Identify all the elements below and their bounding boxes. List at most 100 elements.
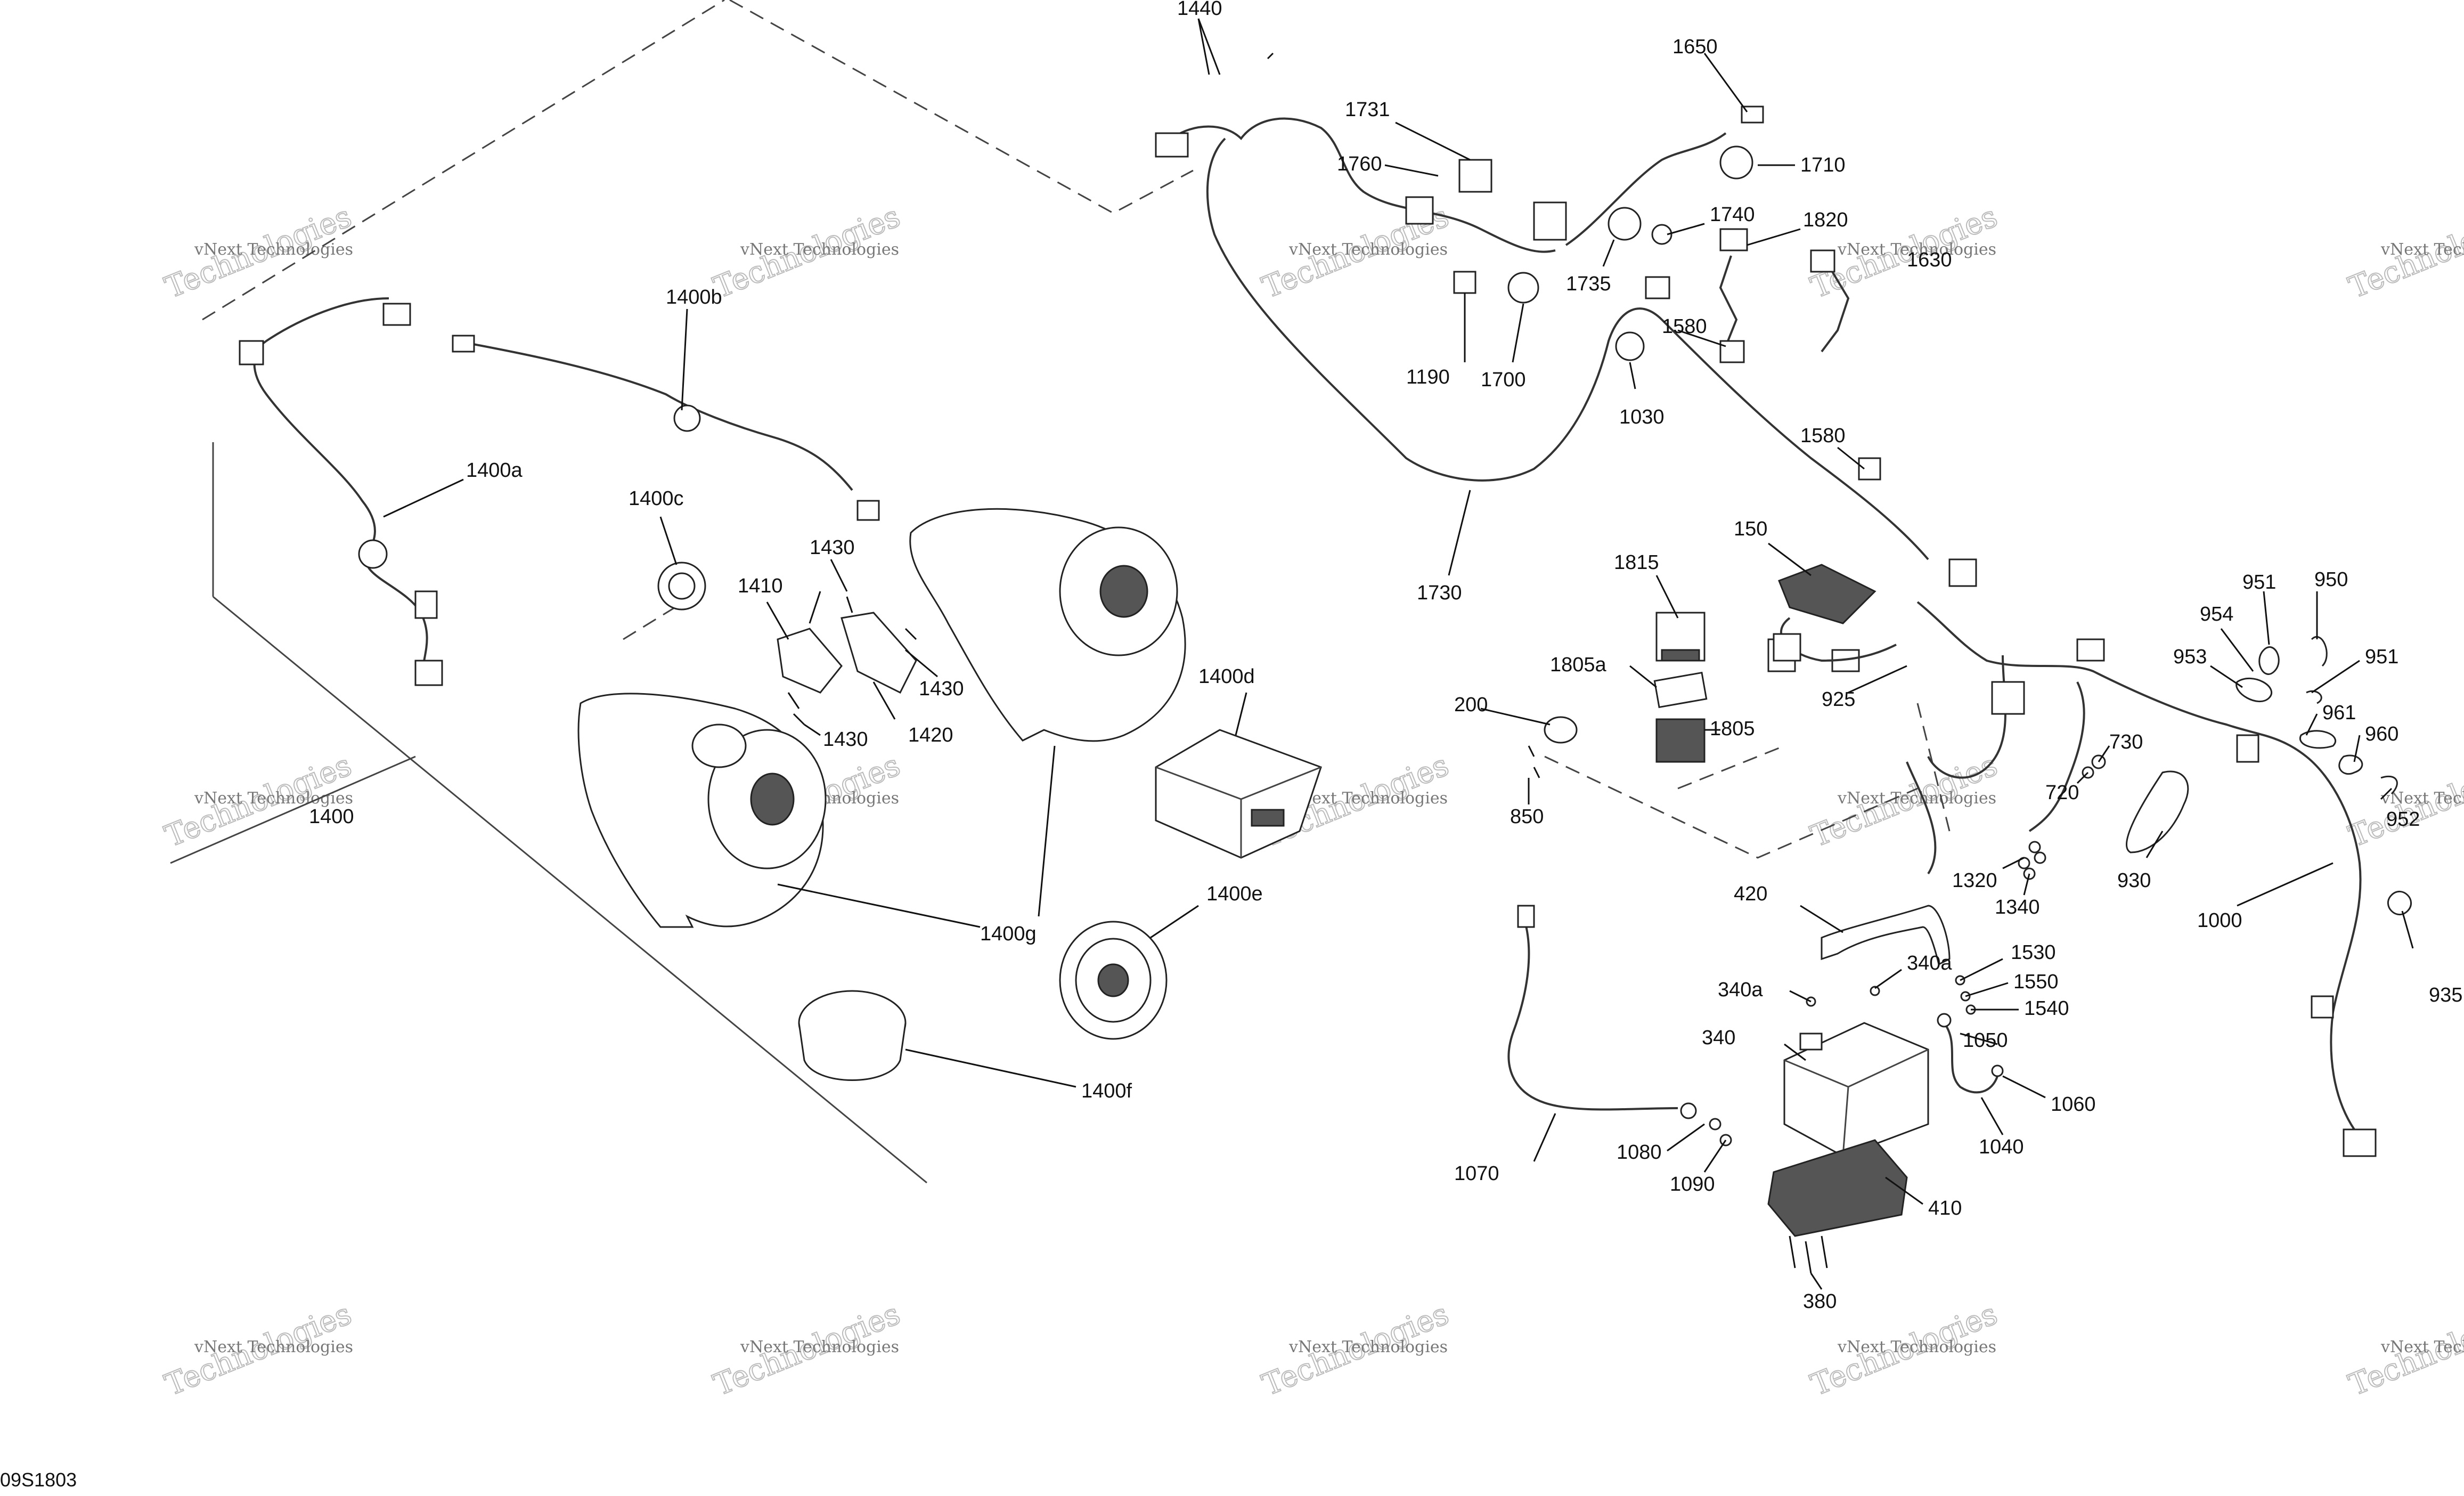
speaker-cone bbox=[1097, 963, 1129, 997]
relay-seal bbox=[1653, 671, 1708, 709]
connector bbox=[1507, 272, 1539, 304]
screw bbox=[1528, 745, 1535, 757]
callout-1190: 1190 bbox=[1406, 366, 1450, 388]
watermark-small: vNext Technologies bbox=[1837, 240, 1996, 259]
horn bbox=[1608, 207, 1642, 241]
leader-line bbox=[1197, 18, 1221, 75]
speaker-tweeter bbox=[691, 723, 747, 768]
callout-1815: 1815 bbox=[1614, 551, 1659, 574]
leader-line bbox=[1629, 665, 1657, 688]
callout-340a-right: 340a bbox=[1907, 952, 1952, 974]
callout-720: 720 bbox=[2045, 782, 2079, 804]
boundary-lines bbox=[170, 0, 1951, 1184]
regulator-150 bbox=[1773, 564, 1897, 662]
voltage-regulator bbox=[1778, 564, 1876, 624]
leader-line bbox=[2401, 910, 2414, 949]
leader-line bbox=[1667, 223, 1705, 235]
clip bbox=[1719, 340, 1745, 363]
callout-1410: 1410 bbox=[738, 575, 783, 597]
bracket-1410 bbox=[777, 628, 843, 694]
dashed-boundary bbox=[1544, 755, 1918, 859]
screw bbox=[1821, 1235, 1828, 1269]
speaker-cone bbox=[1099, 565, 1148, 618]
callout-1580-top: 1580 bbox=[1662, 315, 1707, 338]
leader-line bbox=[2220, 628, 2254, 672]
harness-branch bbox=[1906, 761, 1937, 875]
leader-line bbox=[1980, 1097, 2004, 1135]
leader-line bbox=[1235, 692, 1247, 736]
connector bbox=[2343, 1128, 2377, 1157]
leader-line bbox=[1789, 990, 1812, 1003]
leader-line bbox=[2353, 735, 2361, 762]
leader-line bbox=[1395, 121, 1471, 161]
leader-line bbox=[766, 601, 789, 640]
connector bbox=[1810, 249, 1835, 273]
callout-1710: 1710 bbox=[1800, 154, 1846, 176]
leader-line bbox=[2098, 745, 2110, 762]
callout-1400b: 1400b bbox=[666, 286, 722, 308]
harness-1400a-1400b bbox=[239, 297, 880, 686]
callout-951-top: 951 bbox=[2242, 571, 2276, 593]
leader-line bbox=[1960, 1032, 1998, 1045]
battery-edge bbox=[1842, 1086, 1849, 1157]
clamp bbox=[2306, 690, 2322, 704]
nut bbox=[2028, 841, 2041, 853]
cable-1050 bbox=[1943, 1022, 1998, 1094]
leader-line bbox=[1837, 446, 1865, 470]
grommet bbox=[673, 404, 701, 432]
clip bbox=[1645, 276, 1670, 299]
callout-935: 935 bbox=[2429, 984, 2462, 1006]
screw bbox=[846, 596, 853, 613]
callout-1400f: 1400f bbox=[1081, 1080, 1132, 1102]
leader-line bbox=[2145, 831, 2164, 858]
grommet bbox=[1719, 145, 1753, 180]
callout-340: 340 bbox=[1702, 1027, 1735, 1049]
callout-953: 953 bbox=[2173, 646, 2207, 668]
leader-line bbox=[1810, 1273, 1823, 1290]
callout-1070: 1070 bbox=[1454, 1162, 1499, 1185]
watermark-small: vNext Technologies bbox=[194, 789, 353, 808]
callout-1530: 1530 bbox=[2011, 941, 2056, 964]
connector bbox=[1458, 159, 1492, 193]
connector bbox=[414, 660, 443, 686]
clamp bbox=[2258, 646, 2280, 675]
callout-1050: 1050 bbox=[1963, 1029, 2008, 1052]
grommet bbox=[358, 539, 388, 569]
callout-1400g: 1400g bbox=[980, 923, 1037, 945]
callout-1760: 1760 bbox=[1337, 153, 1382, 175]
leader-line bbox=[1655, 575, 1679, 619]
callout-340a-left: 340a bbox=[1718, 979, 1763, 1001]
leader-line bbox=[1533, 1113, 1556, 1162]
callout-1400a: 1400a bbox=[466, 459, 523, 482]
cable-1070 bbox=[1507, 916, 1678, 1111]
leader-line bbox=[905, 1048, 1076, 1088]
nut-1080 bbox=[1709, 1118, 1721, 1131]
leader-line bbox=[804, 723, 821, 736]
bracket-1420 bbox=[841, 612, 917, 694]
callout-950: 950 bbox=[2314, 568, 2348, 591]
speaker-pod-left bbox=[577, 693, 827, 928]
callout-1820: 1820 bbox=[1803, 209, 1848, 231]
callout-labels: 1440 1650 1731 1760 1710 1740 1820 1630 … bbox=[309, 0, 2462, 1313]
leader-line bbox=[1448, 490, 1471, 576]
leader-line bbox=[1960, 958, 2003, 981]
watermark-small: vNext Technologies bbox=[1288, 789, 1448, 808]
callout-960: 960 bbox=[2365, 723, 2398, 745]
callout-1400d: 1400d bbox=[1198, 665, 1255, 688]
clamp bbox=[2380, 775, 2398, 795]
leader-line bbox=[1602, 239, 1615, 267]
leader-line bbox=[905, 649, 938, 678]
callout-380: 380 bbox=[1803, 1290, 1837, 1313]
nut-1060 bbox=[1991, 1064, 2004, 1077]
leader-line bbox=[2210, 665, 2243, 688]
callout-1090: 1090 bbox=[1670, 1173, 1715, 1196]
seal-1805a bbox=[1653, 671, 1708, 709]
washer bbox=[1651, 224, 1672, 245]
screw bbox=[809, 591, 821, 624]
callout-1805: 1805 bbox=[1710, 718, 1755, 740]
relay-terminals bbox=[1661, 649, 1700, 662]
harness-1730 bbox=[1155, 105, 1977, 587]
leader-line bbox=[1800, 905, 1843, 933]
dashed-boundary bbox=[202, 0, 725, 321]
callout-1805a: 1805a bbox=[1550, 654, 1607, 676]
